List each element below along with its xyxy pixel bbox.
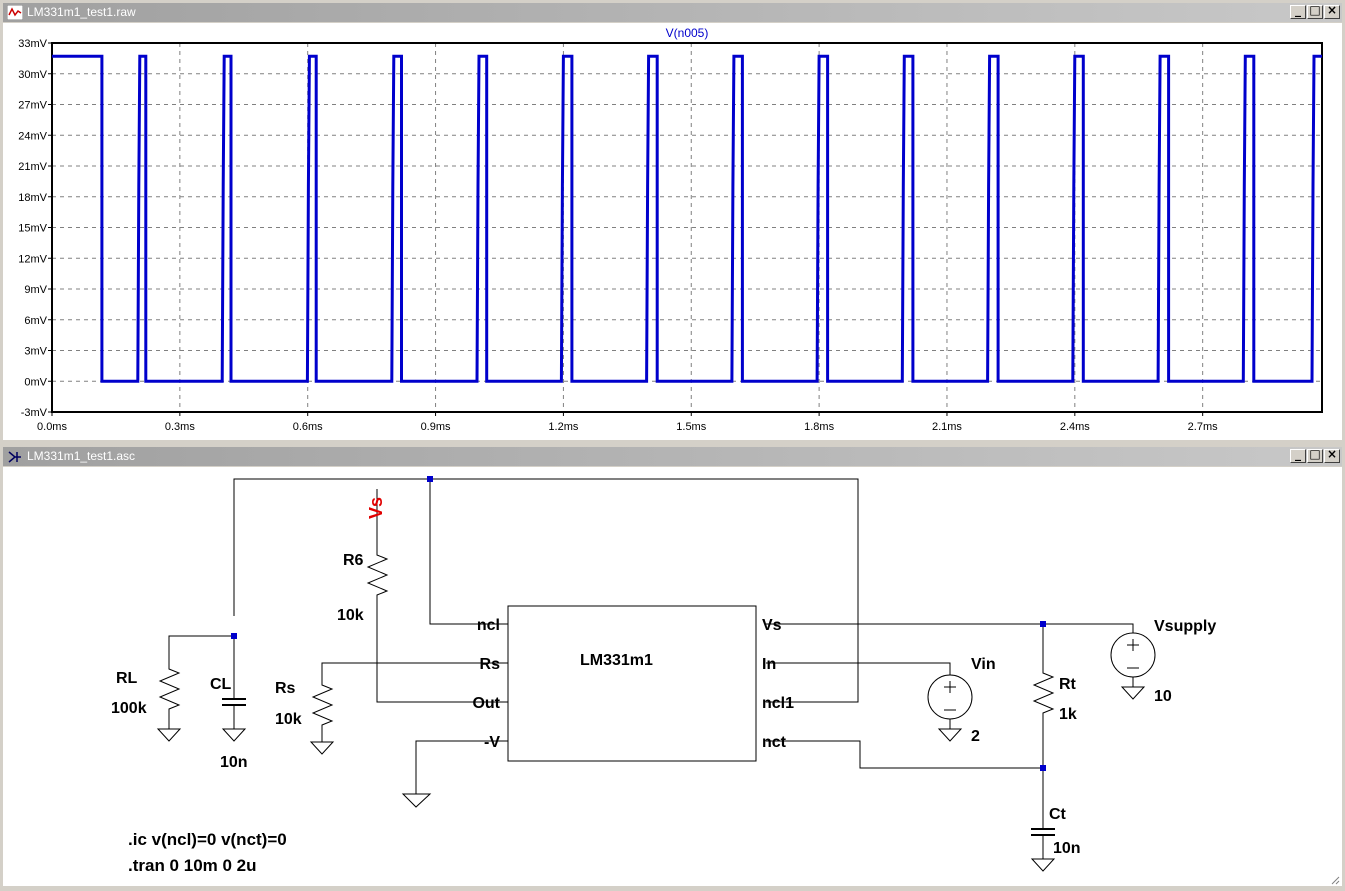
waveform-plot[interactable]: 33mV 30mV 27mV 24mV 21mV 18mV 15mV 12mV 9mV 6mV 3m… bbox=[3, 23, 1342, 440]
schematic-window-title: LM331m1_test1.asc bbox=[27, 449, 136, 463]
x-axis: 0.0ms 0.3ms 0.6ms 0.9ms 1.2ms 1.5ms 1.8ms 2.1ms… bbox=[37, 412, 1218, 433]
ic-pin-in: In bbox=[762, 656, 776, 673]
ic-lm331m1-body[interactable] bbox=[507, 605, 757, 762]
ic-pin-ncl1: ncl1 bbox=[762, 695, 794, 712]
y-tick-label: 3mV bbox=[24, 346, 47, 358]
y-tick-label: 30mV bbox=[18, 69, 47, 81]
x-tick-label: 2.7ms bbox=[1188, 421, 1218, 433]
y-axis: 33mV 30mV 27mV 24mV 21mV 18mV 15mV 12mV 9mV 6mV 3m… bbox=[18, 38, 52, 419]
directive-tran[interactable]: .tran 0 10m 0 2u bbox=[128, 856, 257, 875]
schematic-titlebar[interactable]: LM331m1_test1.asc _ □ × bbox=[3, 447, 1342, 466]
ic-pin-ncl: ncl bbox=[477, 617, 500, 634]
plot-titlebar[interactable]: LM331m1_test1.raw _ □ × bbox=[3, 3, 1342, 22]
minimize-button[interactable]: _ bbox=[1290, 3, 1306, 19]
label-rt-ref[interactable]: Rt bbox=[1059, 676, 1077, 693]
wires bbox=[168, 478, 1134, 817]
schematic-drawing[interactable]: Vs R6 10k RL 100k CL 10n Rs 10k Vin 2 Rt… bbox=[3, 467, 1342, 886]
resistor-r6[interactable] bbox=[366, 543, 389, 598]
net-label-vs[interactable]: Vs bbox=[366, 497, 386, 519]
label-ct-ref[interactable]: Ct bbox=[1049, 806, 1067, 823]
y-tick-label: 18mV bbox=[18, 192, 47, 204]
maximize-button[interactable]: □ bbox=[1307, 447, 1323, 463]
y-tick-label: 12mV bbox=[18, 253, 47, 265]
x-tick-label: 2.1ms bbox=[932, 421, 962, 433]
ground-icon bbox=[156, 728, 182, 742]
schematic-window: LM331m1_test1.asc _ □ × bbox=[0, 443, 1345, 889]
ground-icon bbox=[309, 741, 335, 755]
resistor-rs[interactable] bbox=[311, 669, 334, 738]
y-tick-label: 24mV bbox=[18, 130, 47, 142]
label-vin-ref[interactable]: Vin bbox=[971, 656, 996, 673]
label-vin-value[interactable]: 2 bbox=[971, 728, 980, 745]
label-rl-ref[interactable]: RL bbox=[116, 670, 138, 687]
directive-ic[interactable]: .ic v(ncl)=0 v(nct)=0 bbox=[128, 830, 287, 849]
label-cl-ref[interactable]: CL bbox=[210, 676, 232, 693]
ground-icon bbox=[937, 728, 963, 742]
label-r6-ref[interactable]: R6 bbox=[343, 552, 364, 569]
plot-window-title: LM331m1_test1.raw bbox=[27, 5, 136, 19]
label-rs-value[interactable]: 10k bbox=[275, 711, 302, 728]
y-tick-label: 0mV bbox=[24, 376, 47, 388]
junction-dots bbox=[231, 476, 1046, 771]
label-rl-value[interactable]: 100k bbox=[111, 700, 147, 717]
ic-pin-rs: Rs bbox=[480, 656, 501, 673]
x-tick-label: 0.6ms bbox=[293, 421, 323, 433]
ground-icon bbox=[401, 793, 432, 808]
y-tick-label: 21mV bbox=[18, 161, 47, 173]
label-cl-value[interactable]: 10n bbox=[220, 754, 248, 771]
plot-window: LM331m1_test1.raw _ □ × 33mV 30mV 27mV 24mV… bbox=[0, 0, 1345, 443]
ic-pin-nct: nct bbox=[762, 734, 787, 751]
waveform-icon bbox=[7, 5, 23, 20]
label-rs-ref[interactable]: Rs bbox=[275, 680, 296, 697]
voltage-source-vsupply[interactable] bbox=[1110, 629, 1156, 687]
voltage-source-vin[interactable] bbox=[927, 669, 973, 729]
plot-area[interactable]: 33mV 30mV 27mV 24mV 21mV 18mV 15mV 12mV 9mV 6mV 3m… bbox=[3, 23, 1342, 440]
close-button[interactable]: × bbox=[1324, 3, 1340, 19]
x-tick-label: 0.0ms bbox=[37, 421, 67, 433]
x-tick-label: 1.2ms bbox=[548, 421, 578, 433]
schematic-icon bbox=[8, 451, 21, 463]
x-tick-label: 2.4ms bbox=[1060, 421, 1090, 433]
ic-name[interactable]: LM331m1 bbox=[580, 652, 653, 669]
plot-grid bbox=[52, 43, 1322, 412]
x-tick-label: 1.5ms bbox=[676, 421, 706, 433]
capacitor-cl[interactable] bbox=[222, 661, 246, 729]
y-tick-label: 15mV bbox=[18, 223, 47, 235]
label-r6-value[interactable]: 10k bbox=[337, 607, 364, 624]
trace-v-n005 bbox=[52, 54, 1322, 383]
y-tick-label: 27mV bbox=[18, 100, 47, 112]
x-tick-label: 1.8ms bbox=[804, 421, 834, 433]
label-ct-value[interactable]: 10n bbox=[1053, 840, 1081, 857]
label-vsupply-value[interactable]: 10 bbox=[1154, 688, 1172, 705]
x-tick-label: 0.3ms bbox=[165, 421, 195, 433]
label-vsupply-ref[interactable]: Vsupply bbox=[1154, 618, 1216, 635]
x-tick-label: 0.9ms bbox=[421, 421, 451, 433]
ground-icon bbox=[1030, 858, 1056, 872]
ground-icon bbox=[221, 728, 247, 742]
y-tick-label: 6mV bbox=[24, 315, 47, 327]
capacitor-ct[interactable] bbox=[1031, 817, 1055, 859]
minimize-button[interactable]: _ bbox=[1290, 447, 1306, 463]
maximize-button[interactable]: □ bbox=[1307, 3, 1323, 19]
y-tick-label: 9mV bbox=[24, 284, 47, 296]
resistor-rl[interactable] bbox=[158, 661, 181, 725]
label-rt-value[interactable]: 1k bbox=[1059, 706, 1077, 723]
resize-grip-icon[interactable] bbox=[1331, 876, 1340, 885]
y-tick-label: -3mV bbox=[21, 407, 48, 419]
ic-pin-out: Out bbox=[472, 695, 500, 712]
resistor-rt[interactable] bbox=[1032, 666, 1055, 721]
close-button[interactable]: × bbox=[1324, 447, 1340, 463]
schematic-canvas[interactable]: Vs R6 10k RL 100k CL 10n Rs 10k Vin 2 Rt… bbox=[3, 467, 1342, 886]
ground-icon bbox=[1120, 686, 1146, 700]
y-tick-label: 33mV bbox=[18, 38, 47, 50]
ic-pin-vs: Vs bbox=[762, 617, 782, 634]
trace-label[interactable]: V(n005) bbox=[666, 26, 709, 40]
ic-pin-minus-v: -V bbox=[484, 734, 500, 751]
